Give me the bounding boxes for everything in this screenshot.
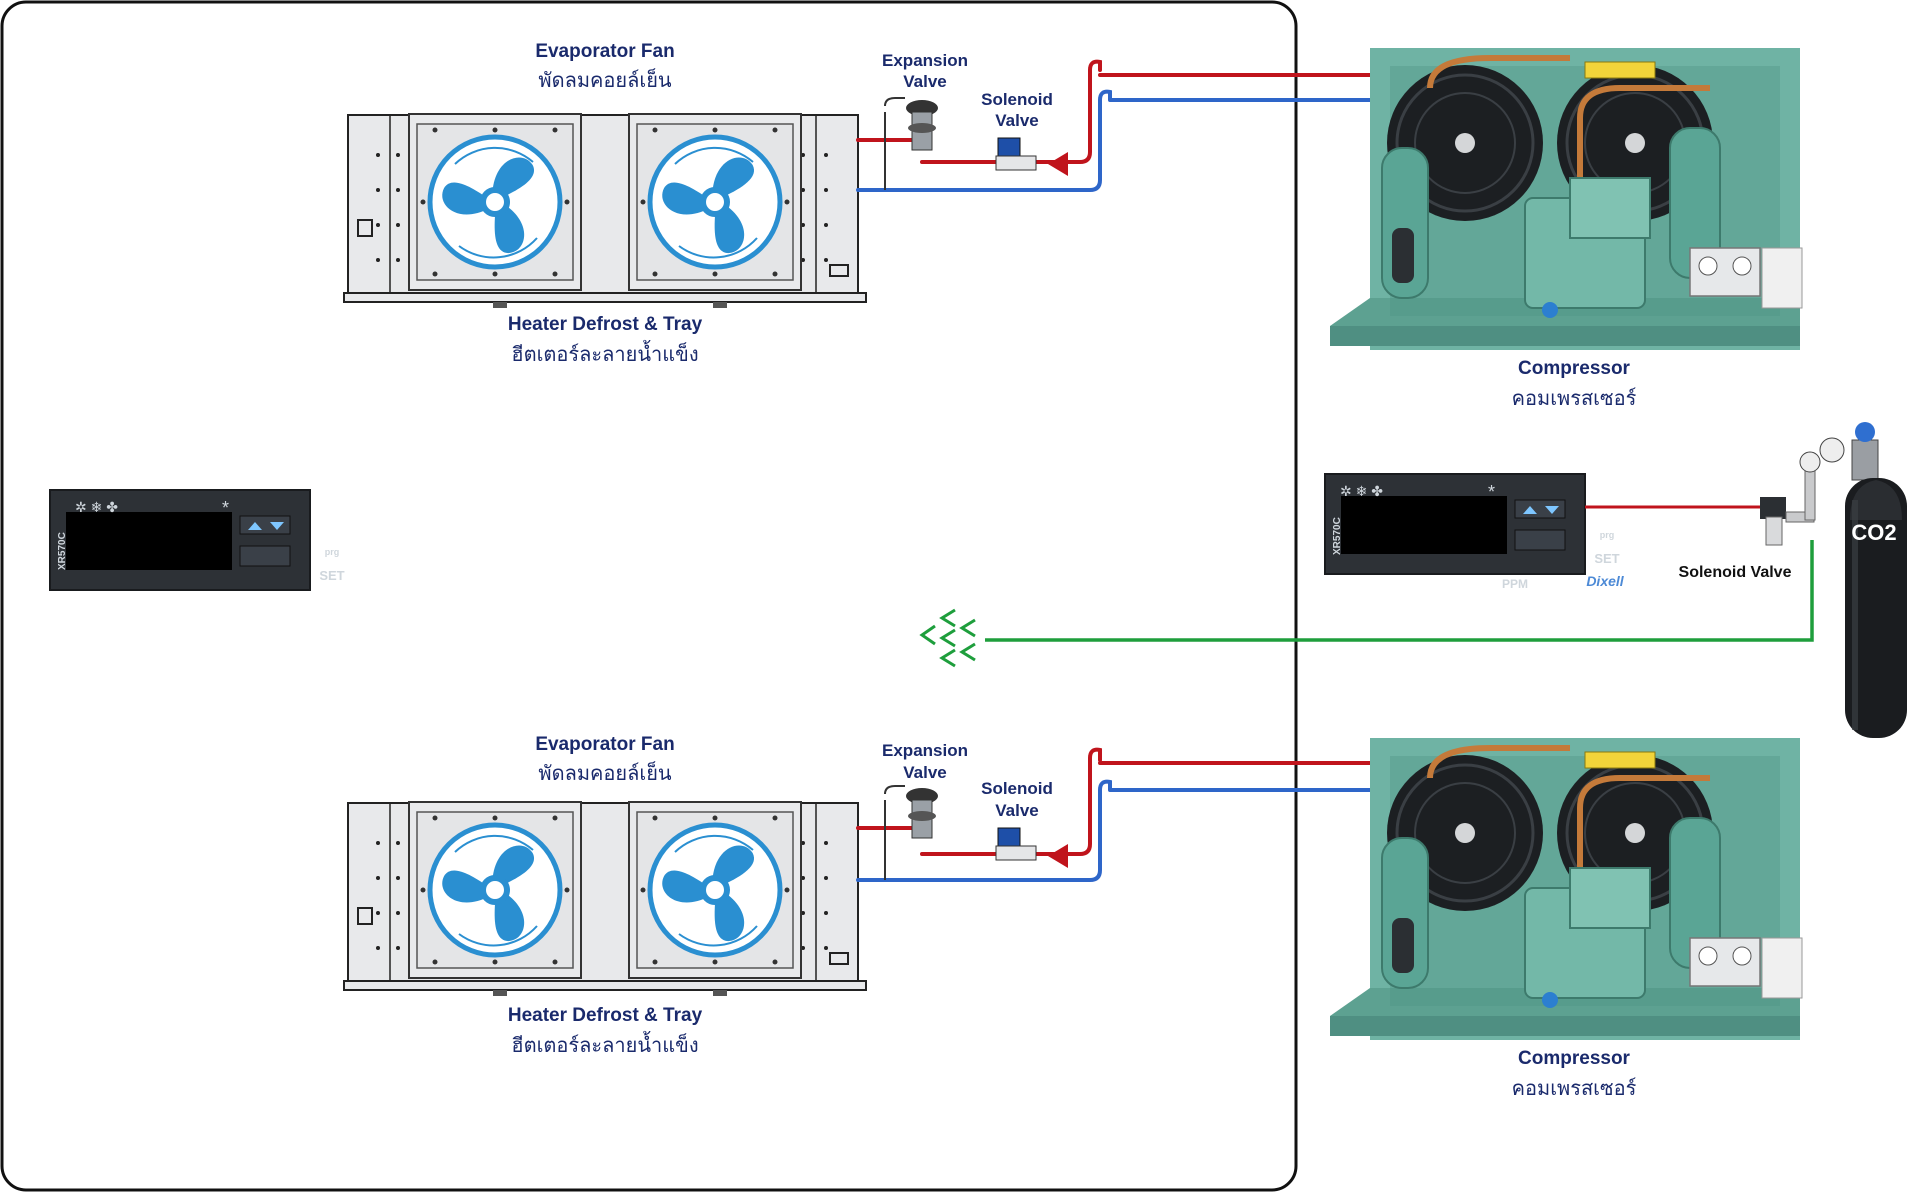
co2-cylinder bbox=[1845, 422, 1907, 738]
lower-evaporator-label-th: พัดลมคอยล์เย็น bbox=[538, 760, 672, 785]
upper-solenoid-label-1: Solenoid bbox=[981, 90, 1053, 109]
upper-evaporator-label-en: Evaporator Fan bbox=[535, 41, 674, 62]
upper-flow-arrow bbox=[1048, 152, 1068, 176]
lower-evaporator-label-en: Evaporator Fan bbox=[535, 734, 674, 755]
lower-piping bbox=[856, 747, 1382, 882]
lower-evaporator bbox=[343, 802, 867, 997]
co2-controller-snow-icon: * bbox=[1488, 482, 1495, 502]
co2-outflow-arrows-icon bbox=[919, 608, 976, 668]
upper-heater-label-en: Heater Defrost & Tray bbox=[508, 314, 703, 335]
upper-piping bbox=[856, 59, 1382, 192]
upper-compressor-label-th: คอมเพรสเซอร์ bbox=[1512, 386, 1637, 410]
lower-flow-arrow bbox=[1048, 844, 1068, 868]
co2-controller-unit: PPM bbox=[1502, 577, 1528, 591]
co2-controller-brand: Dixell bbox=[1586, 573, 1624, 589]
lower-expansion-label-1: Expansion bbox=[882, 741, 968, 760]
left-controller: XR570C prg SET ✲ ❄ ✤ * bbox=[49, 489, 345, 591]
upper-solenoid-valve-icon bbox=[995, 137, 1037, 171]
co2-solenoid-valve-icon bbox=[1760, 437, 1845, 546]
upper-compressor-label-en: Compressor bbox=[1518, 358, 1631, 379]
lower-solenoid-valve-icon bbox=[995, 827, 1037, 861]
left-controller-prg: prg bbox=[325, 547, 340, 557]
upper-expansion-label-2: Valve bbox=[903, 72, 947, 91]
lower-expansion-valve-icon bbox=[884, 785, 938, 880]
co2-injection-line bbox=[985, 540, 1814, 642]
lower-heater-label-th: ฮีตเตอร์ละลายน้ำแข็ง bbox=[511, 1031, 698, 1057]
lower-compressor-label-en: Compressor bbox=[1518, 1048, 1631, 1069]
lower-compressor-label-th: คอมเพรสเซอร์ bbox=[1512, 1076, 1637, 1100]
cold-room-boundary bbox=[0, 0, 1298, 1192]
upper-solenoid-label-2: Valve bbox=[995, 111, 1039, 130]
upper-evaporator-label-th: พัดลมคอยล์เย็น bbox=[538, 67, 672, 92]
upper-heater-label-th: ฮีตเตอร์ละลายน้ำแข็ง bbox=[511, 340, 698, 366]
co2-controller-fan-icon: ✲ ❄ ✤ bbox=[1340, 483, 1383, 499]
lower-expansion-label-2: Valve bbox=[903, 763, 947, 782]
upper-expansion-label-1: Expansion bbox=[882, 51, 968, 70]
co2-controller: XR570C prg SET PPM Dixell ✲ ❄ ✤ * bbox=[1324, 473, 1625, 591]
lower-heater-label-en: Heater Defrost & Tray bbox=[508, 1005, 703, 1026]
co2-cylinder-label: CO2 bbox=[1851, 520, 1896, 545]
lower-solenoid-label-1: Solenoid bbox=[981, 779, 1053, 798]
co2-controller-model: XR570C bbox=[1332, 517, 1343, 555]
upper-compressor bbox=[1330, 48, 1802, 350]
lower-solenoid-label-2: Valve bbox=[995, 801, 1039, 820]
co2-controller-set: SET bbox=[1594, 551, 1619, 566]
left-controller-model: XR570C bbox=[57, 532, 68, 570]
upper-expansion-valve-icon bbox=[884, 97, 938, 190]
upper-evaporator bbox=[343, 114, 867, 309]
left-controller-snow-icon: * bbox=[222, 498, 229, 518]
co2-solenoid-label: Solenoid Valve bbox=[1679, 564, 1792, 581]
lower-compressor bbox=[1330, 738, 1802, 1040]
left-controller-fan-icon: ✲ ❄ ✤ bbox=[75, 499, 118, 515]
co2-controller-prg: prg bbox=[1600, 530, 1615, 540]
left-controller-set: SET bbox=[319, 568, 344, 583]
